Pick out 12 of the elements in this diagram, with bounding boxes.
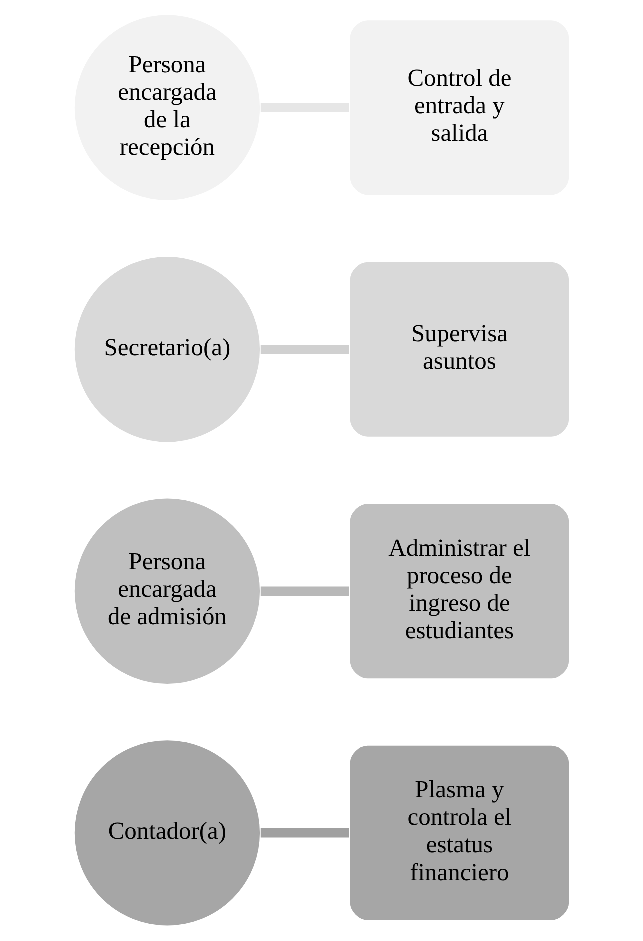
node-box: Control de entrada y salida bbox=[348, 19, 570, 197]
connector bbox=[260, 345, 349, 354]
node-box: Supervisa asuntos bbox=[348, 260, 570, 438]
connector bbox=[260, 828, 349, 838]
node-circle: Secretario(a) bbox=[72, 256, 262, 444]
connector bbox=[260, 103, 349, 112]
node-box: Plasma y controla el estatus financiero bbox=[348, 744, 570, 922]
node-circle: Persona encargada de la recepción bbox=[72, 14, 262, 202]
node-circle: Contador(a) bbox=[72, 739, 262, 928]
connector bbox=[260, 586, 349, 596]
node-circle: Persona encargada de admisión bbox=[72, 497, 262, 686]
node-box: Administrar el proceso de ingreso de estudiantes bbox=[348, 502, 570, 680]
